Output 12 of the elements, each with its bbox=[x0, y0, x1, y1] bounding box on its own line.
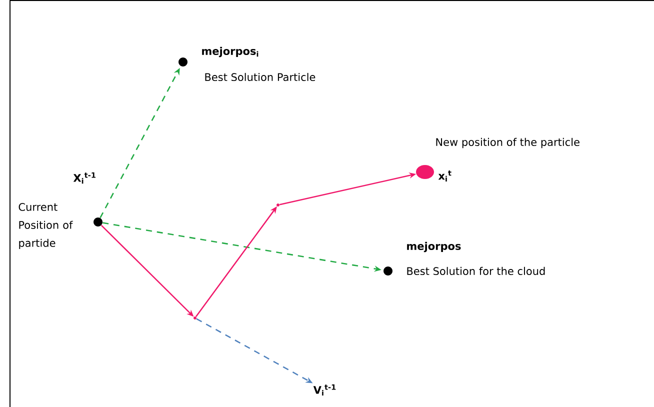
particle-dot bbox=[384, 266, 392, 276]
particle-dot bbox=[94, 218, 102, 226]
annotation-text: Current Position of partide bbox=[18, 203, 73, 249]
symbol-label: mejorpos bbox=[407, 242, 461, 252]
annotation-text: New position of the particle bbox=[436, 138, 580, 148]
new-position-dot bbox=[416, 165, 434, 179]
annotation-text: Best Solution Particle bbox=[205, 72, 316, 82]
particle-dot bbox=[178, 58, 188, 66]
symbol-label: mejorpos$_{i}$ bbox=[202, 46, 258, 58]
annotation-text: Best Solution for the cloud bbox=[407, 266, 545, 276]
path-vertex bbox=[276, 204, 280, 206]
path-vertex bbox=[194, 316, 196, 320]
